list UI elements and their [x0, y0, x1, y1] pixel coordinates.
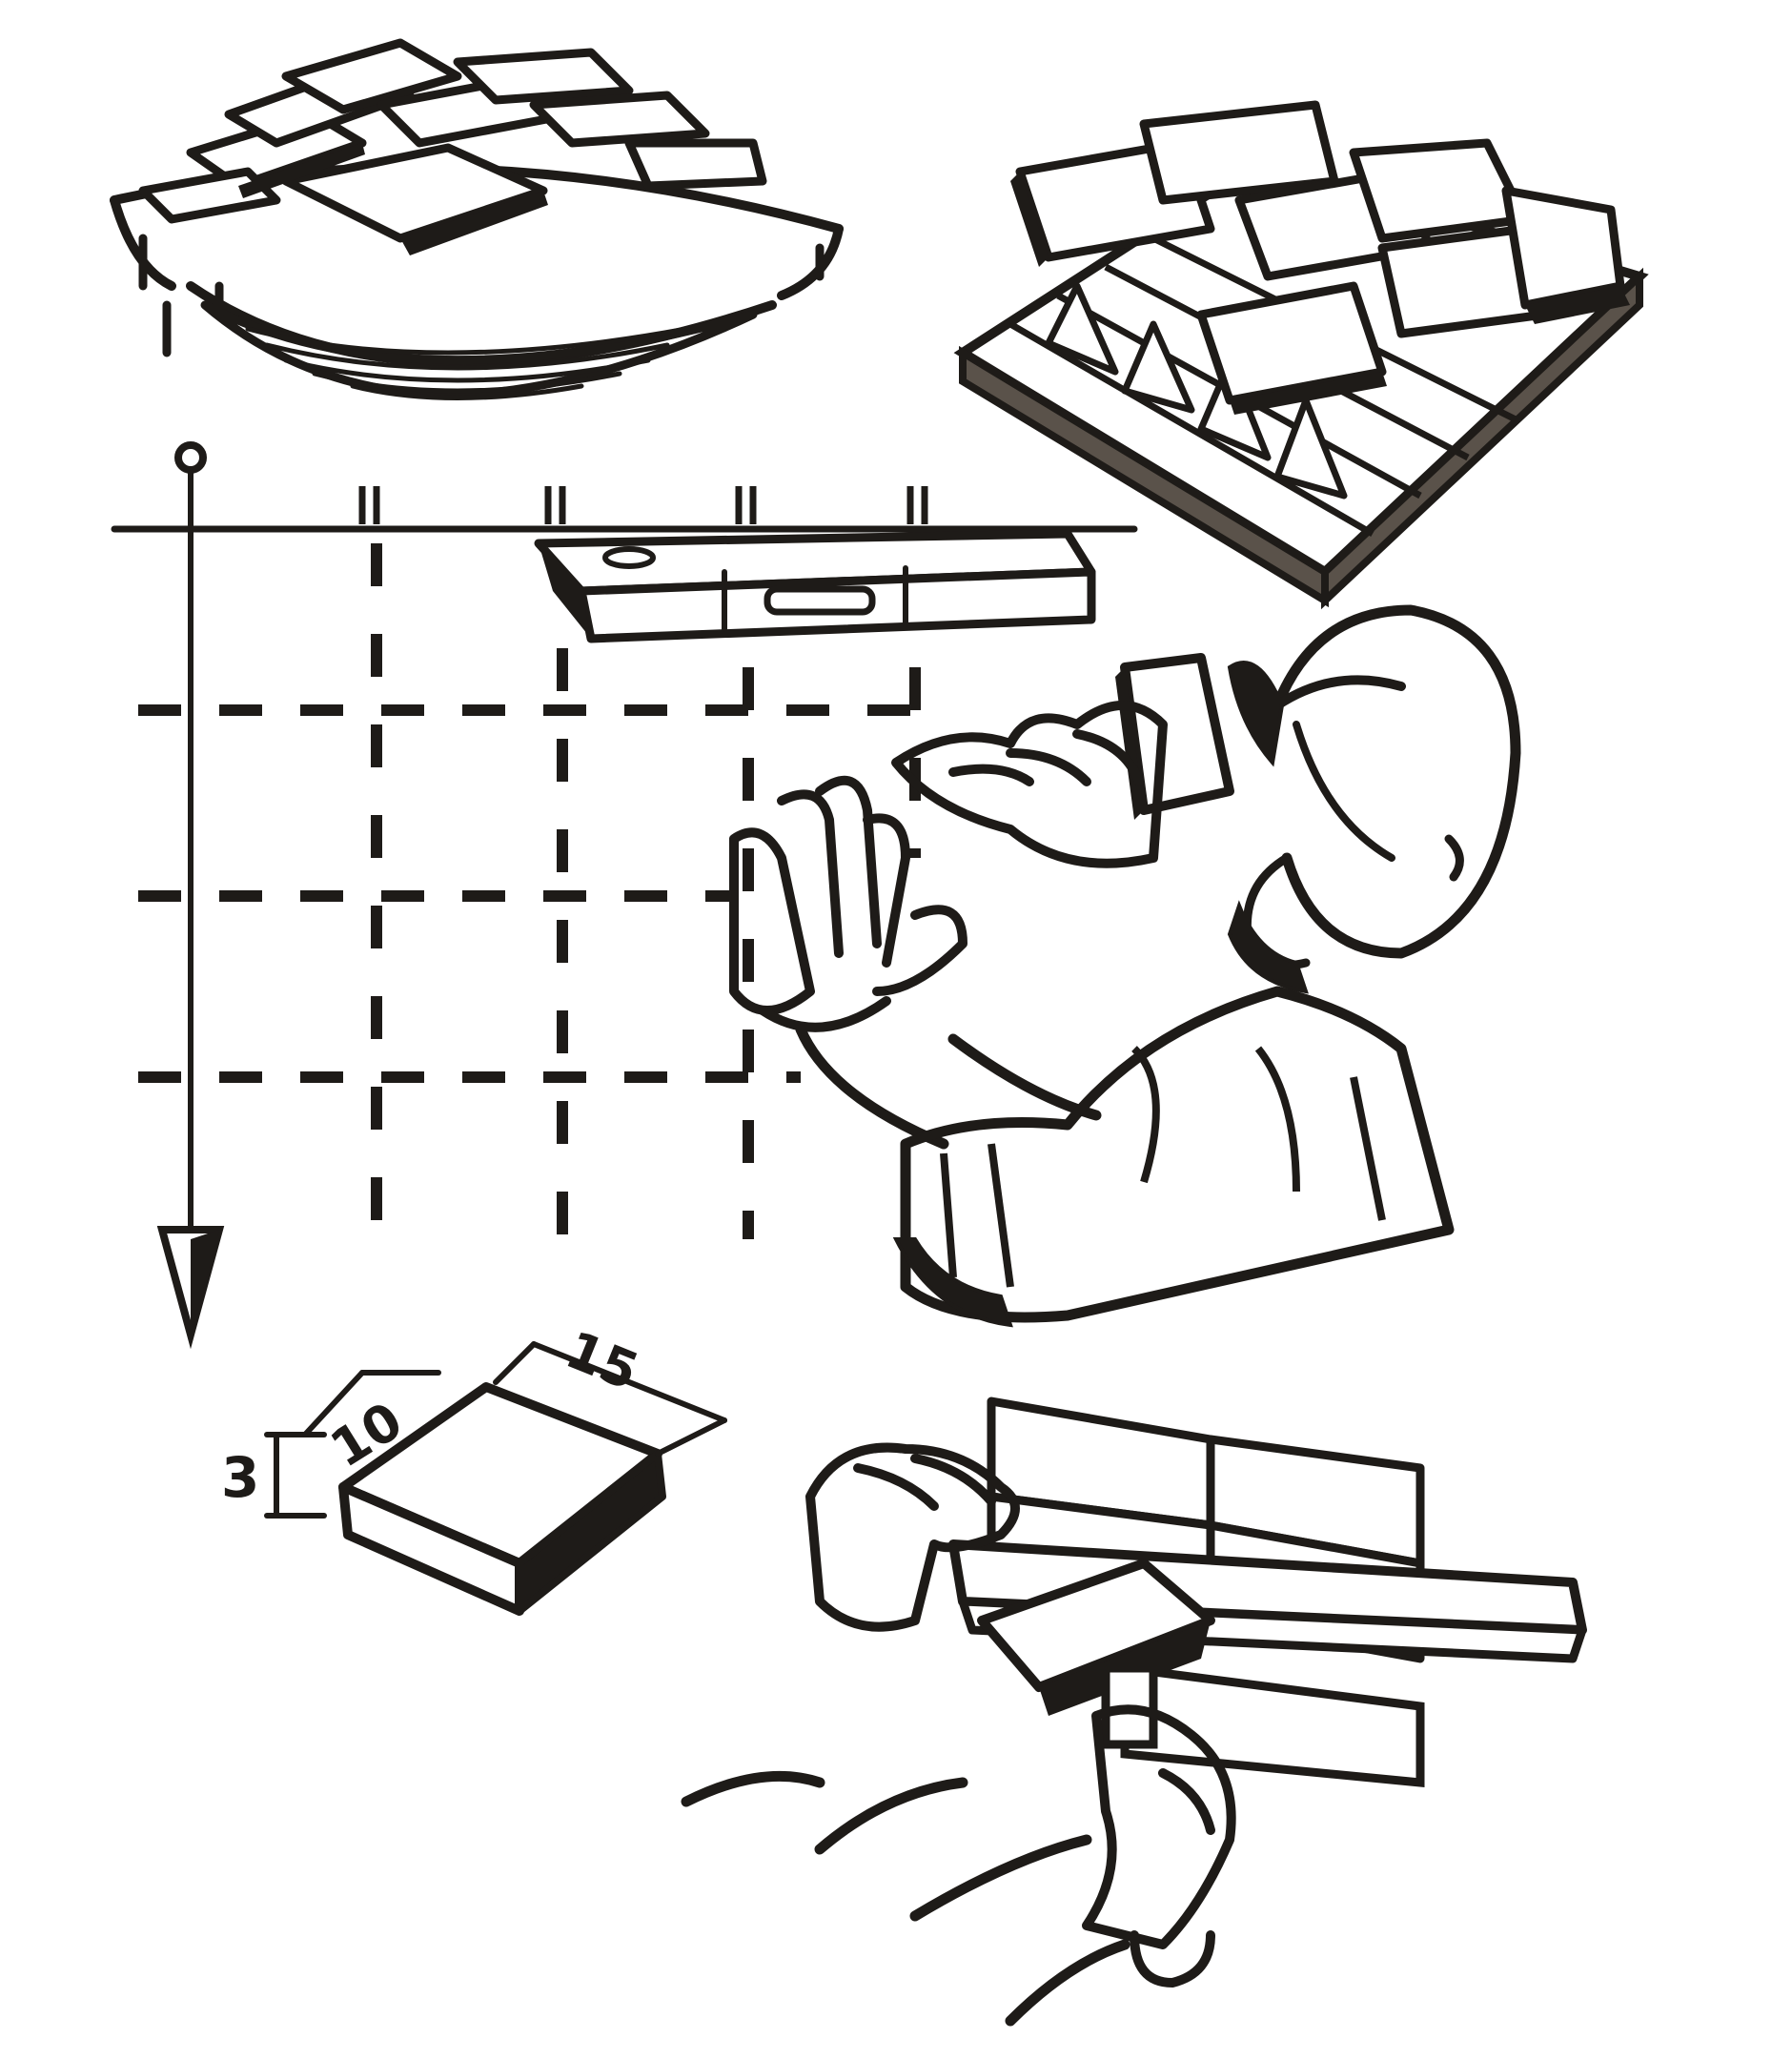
tile-dimension-drawing: 3 10 15 — [221, 1319, 727, 1616]
tile-drying-rack — [953, 100, 1649, 610]
dimension-length-label: 15 — [558, 1319, 646, 1402]
marking-grid — [111, 441, 1138, 1350]
spirit-level — [534, 529, 1096, 643]
hands-setting-tile — [681, 1396, 1587, 2027]
dimension-thickness-label: 3 — [221, 1445, 259, 1510]
plumb-line — [156, 441, 225, 1350]
tile-soaking-bowl — [110, 38, 844, 400]
worker-placing-tile — [729, 604, 1521, 1328]
